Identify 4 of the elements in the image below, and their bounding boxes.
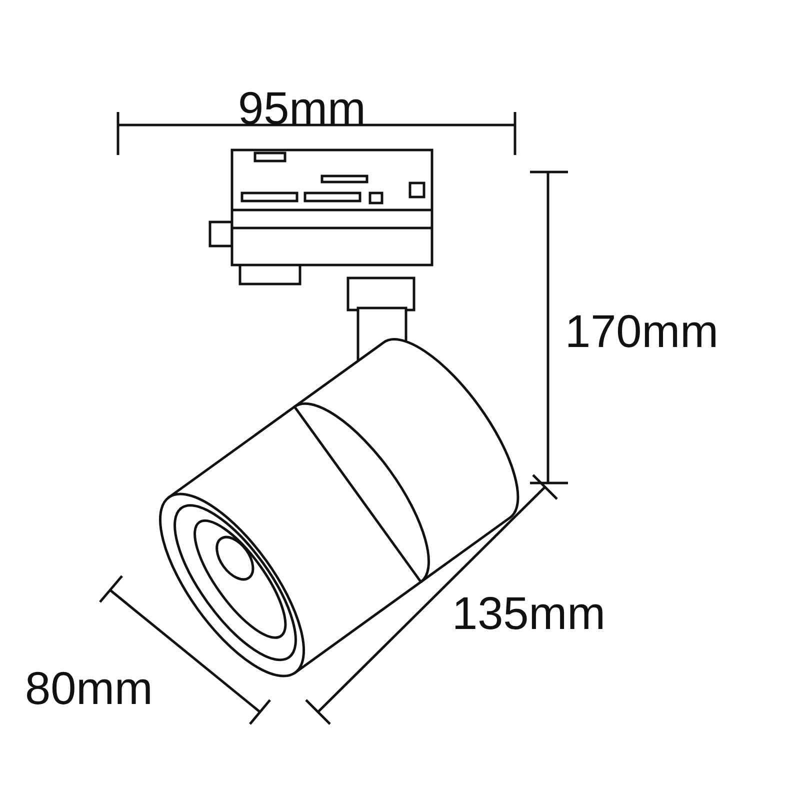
- dimension-label: 95mm: [238, 85, 366, 131]
- dimension-label: 80mm: [25, 665, 153, 711]
- dimension-label: 170mm: [565, 308, 718, 354]
- dimension-label: 135mm: [452, 590, 606, 636]
